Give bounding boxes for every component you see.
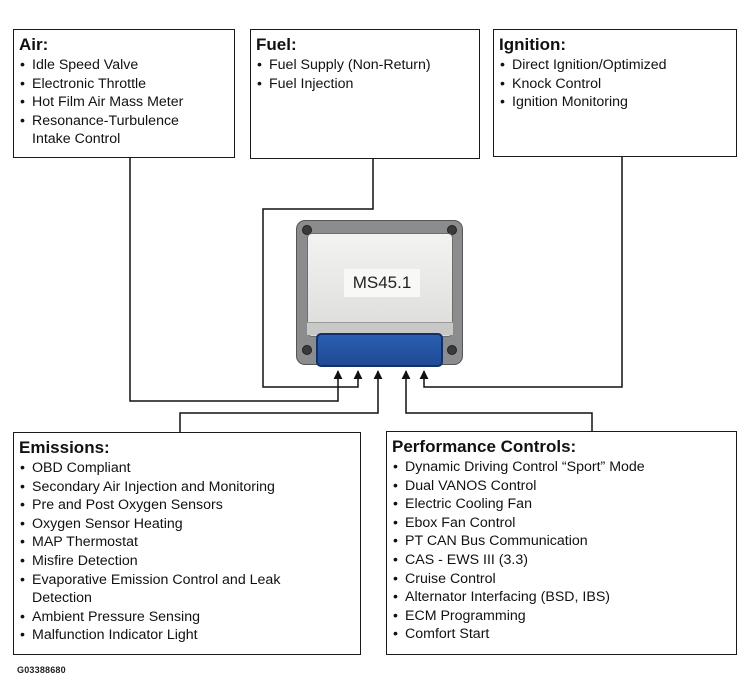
- ignition-title: Ignition:: [499, 35, 567, 54]
- list-item: Hot Film Air Mass Meter: [19, 93, 228, 112]
- list-item: Cruise Control: [392, 570, 730, 589]
- fuel-box: Fuel: Fuel Supply (Non-Return) Fuel Inje…: [250, 29, 480, 159]
- list-item: Evaporative Emission Control and Leak De…: [19, 571, 354, 608]
- air-list: Idle Speed Valve Electronic Throttle Hot…: [19, 56, 228, 149]
- emissions-box: Emissions: OBD Compliant Secondary Air I…: [13, 432, 361, 655]
- performance-title: Performance Controls:: [392, 437, 577, 456]
- ecu-module: MS45.1: [296, 220, 463, 367]
- ecu-face: MS45.1: [307, 233, 453, 337]
- list-item: Fuel Injection: [256, 75, 473, 94]
- performance-list: Dynamic Driving Control “Sport” Mode Dua…: [392, 458, 730, 644]
- emissions-title: Emissions:: [19, 438, 110, 457]
- ecu-strip: [307, 322, 453, 335]
- list-item: Oxygen Sensor Heating: [19, 515, 354, 534]
- emissions-list: OBD Compliant Secondary Air Injection an…: [19, 459, 354, 645]
- ecu-connector: [316, 333, 443, 367]
- list-item: Ambient Pressure Sensing: [19, 608, 354, 627]
- list-item: Fuel Supply (Non-Return): [256, 56, 473, 75]
- fuel-connector-line: [262, 159, 374, 388]
- list-item: MAP Thermostat: [19, 533, 354, 552]
- ignition-connector-line: [419, 156, 623, 388]
- list-item: Electronic Throttle: [19, 75, 228, 94]
- air-title: Air:: [19, 35, 49, 54]
- fuel-title: Fuel:: [256, 35, 297, 54]
- list-item: OBD Compliant: [19, 459, 354, 478]
- list-item: Malfunction Indicator Light: [19, 626, 354, 645]
- ignition-box: Ignition: Direct Ignition/Optimized Knoc…: [493, 29, 737, 157]
- ecu-label: MS45.1: [344, 269, 420, 297]
- list-item: Ebox Fan Control: [392, 514, 730, 533]
- list-item: Idle Speed Valve: [19, 56, 228, 75]
- list-item: Comfort Start: [392, 625, 730, 644]
- list-item: PT CAN Bus Communication: [392, 532, 730, 551]
- list-item: ECM Programming: [392, 607, 730, 626]
- list-item: Dynamic Driving Control “Sport” Mode: [392, 458, 730, 477]
- list-item: Pre and Post Oxygen Sensors: [19, 496, 354, 515]
- list-item: CAS - EWS III (3.3): [392, 551, 730, 570]
- list-item: Secondary Air Injection and Monitoring: [19, 478, 354, 497]
- figure-id: G03388680: [17, 665, 66, 675]
- list-item: Electric Cooling Fan: [392, 495, 730, 514]
- list-item: Ignition Monitoring: [499, 93, 730, 112]
- screw-icon: [447, 345, 457, 355]
- emissions-connector-line: [179, 370, 383, 433]
- air-connector-line: [129, 157, 343, 402]
- list-item: Knock Control: [499, 75, 730, 94]
- list-item: Direct Ignition/Optimized: [499, 56, 730, 75]
- ignition-list: Direct Ignition/Optimized Knock Control …: [499, 56, 730, 112]
- performance-box: Performance Controls: Dynamic Driving Co…: [386, 431, 737, 655]
- list-item: Misfire Detection: [19, 552, 354, 571]
- air-box: Air: Idle Speed Valve Electronic Throttl…: [13, 29, 235, 158]
- list-item: Resonance-Turbulence Intake Control: [19, 112, 228, 149]
- list-item: Dual VANOS Control: [392, 477, 730, 496]
- list-item: Alternator Interfacing (BSD, IBS): [392, 588, 730, 607]
- fuel-list: Fuel Supply (Non-Return) Fuel Injection: [256, 56, 473, 93]
- performance-connector-line: [401, 370, 593, 431]
- screw-icon: [302, 345, 312, 355]
